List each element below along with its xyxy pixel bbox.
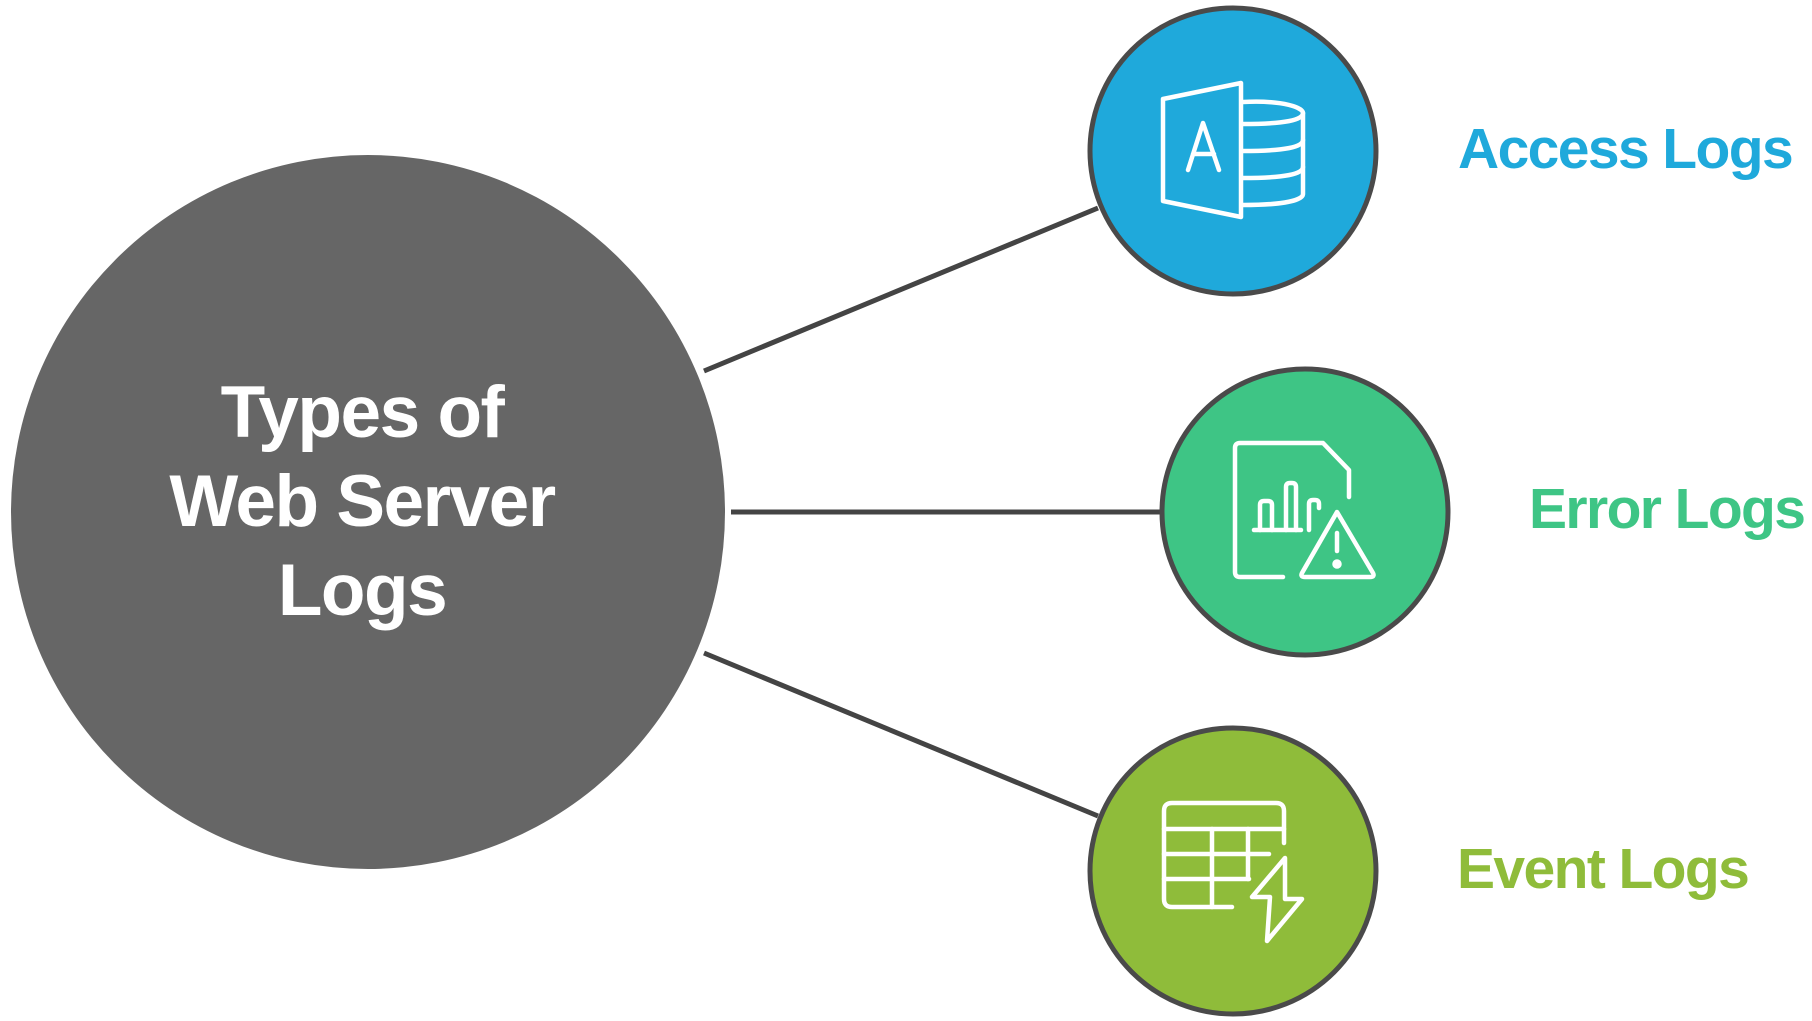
report-warning-icon bbox=[1232, 440, 1376, 580]
connector-event bbox=[703, 650, 1099, 819]
node-access bbox=[1087, 5, 1379, 297]
label-error-logs: Error Logs bbox=[1529, 477, 1806, 541]
connector-access bbox=[703, 205, 1099, 374]
label-access-logs: Access Logs bbox=[1458, 117, 1794, 181]
center-title-line-1: Types of bbox=[220, 372, 505, 453]
node-access-circle bbox=[1087, 5, 1379, 297]
center-title-line-2: Web Server bbox=[169, 461, 556, 542]
node-error-circle bbox=[1159, 366, 1451, 658]
database-document-icon bbox=[1160, 80, 1306, 220]
node-event-circle bbox=[1087, 725, 1379, 1017]
label-event-logs: Event Logs bbox=[1457, 837, 1750, 901]
table-lightning-icon bbox=[1161, 800, 1305, 944]
center-node bbox=[11, 155, 725, 869]
center-node-title: Types of Web Server Logs bbox=[112, 368, 612, 635]
center-title-line-3: Logs bbox=[277, 550, 448, 631]
node-event bbox=[1087, 725, 1379, 1017]
node-error bbox=[1159, 366, 1451, 658]
